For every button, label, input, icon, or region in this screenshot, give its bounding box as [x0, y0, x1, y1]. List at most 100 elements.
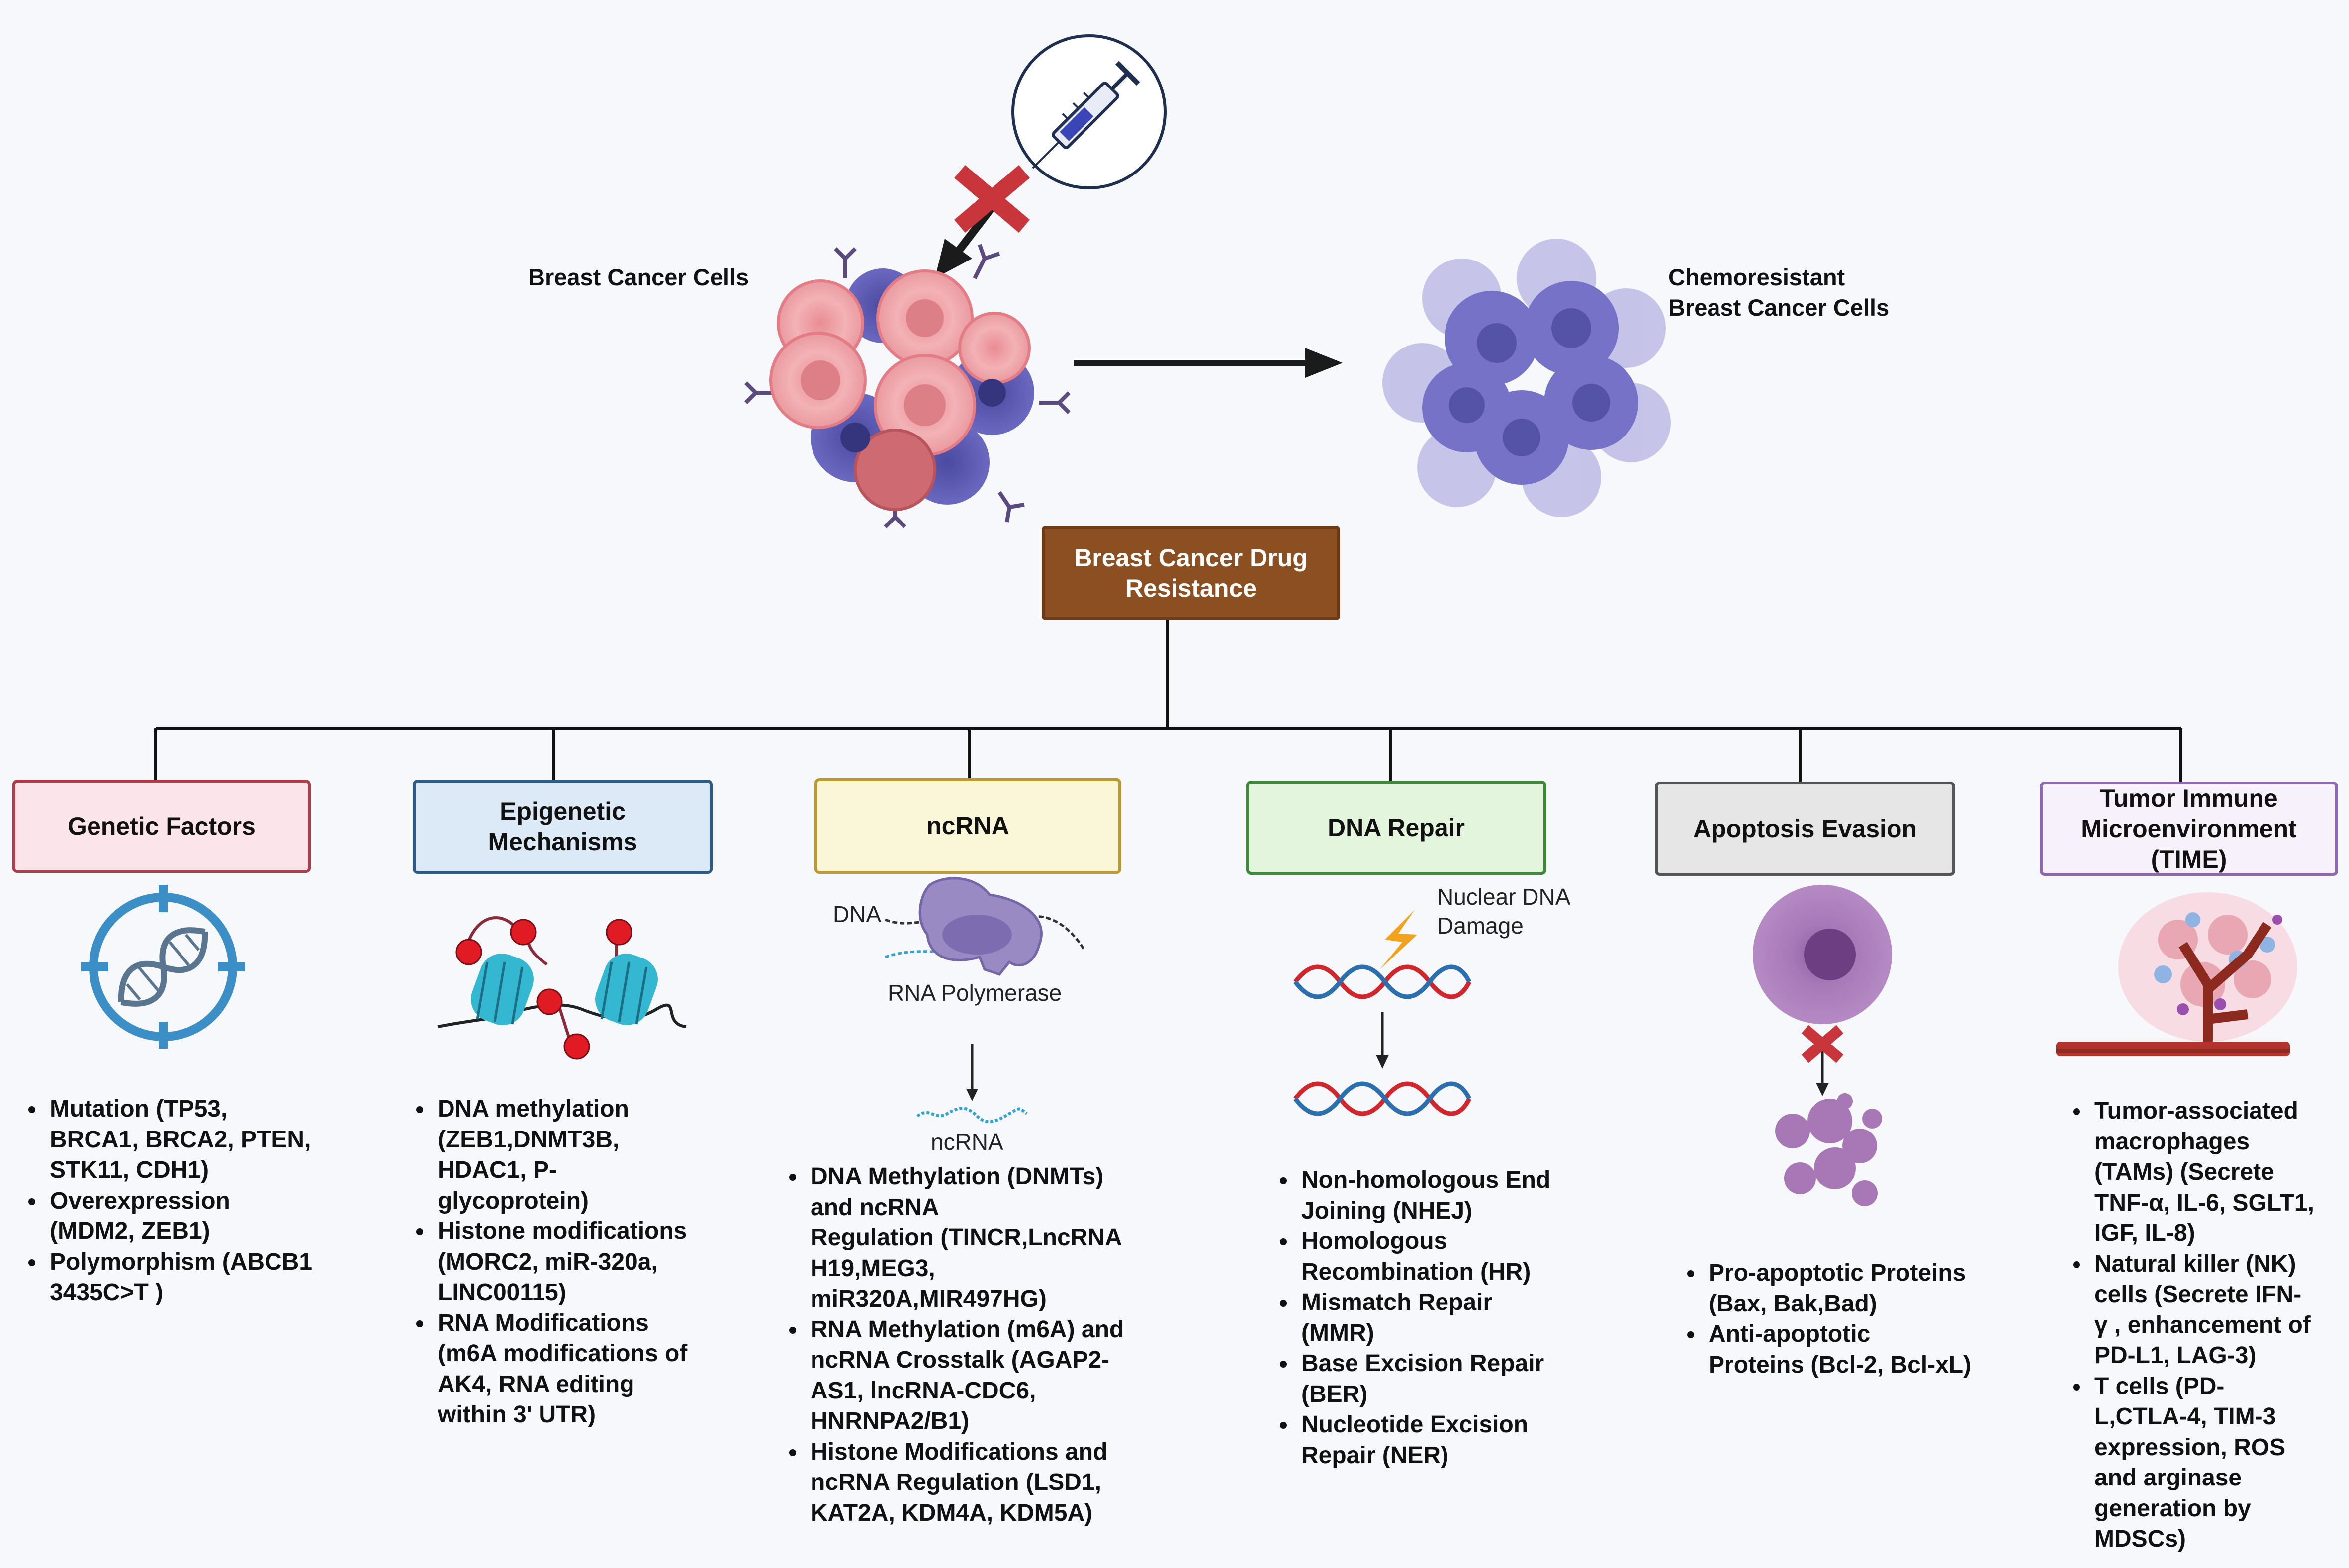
- bullet-line: Tumor-associated: [2094, 1098, 2298, 1124]
- progression-arrow: [1074, 348, 1343, 378]
- bullet-line: Nucleotide Excision: [1301, 1411, 1529, 1438]
- bullet-line: ncRNA Crosstalk (AGAP2-: [811, 1347, 1110, 1373]
- bullet-line: Regulation (TINCR,LncRNA: [811, 1224, 1122, 1251]
- bullet-line: Homologous: [1301, 1228, 1447, 1254]
- bullet-list-ncrna: DNA Methylation (DNMTs)and ncRNARegulati…: [776, 1161, 1124, 1528]
- bullet-line: (TAMs) (Secrete: [2094, 1159, 2274, 1185]
- damage-label-line: Nuclear DNA: [1437, 884, 1571, 910]
- bullet-item: Natural killer (NK) cells (Secrete IFN-γ …: [2090, 1249, 2314, 1371]
- bullet-line: Proteins (Bcl-2, Bcl-xL): [1709, 1351, 1972, 1378]
- bullet-line: Non-homologous End: [1301, 1167, 1551, 1193]
- bullet-line: AS1, lncRNA-CDC6,: [811, 1377, 1036, 1404]
- bullet-list-apoptosis-evasion: Pro-apoptotic Proteins(Bax, Bak,Bad)Anti…: [1674, 1258, 1971, 1380]
- bullet-line: HNRNPA2/B1): [811, 1408, 970, 1434]
- bullet-item: Base Excision Repair (BER): [1297, 1348, 1550, 1409]
- tree-connectors: [154, 620, 2182, 782]
- bullet-line: Recombination (HR): [1301, 1258, 1531, 1285]
- category-title-line: Microenvironment: [2081, 814, 2297, 843]
- bullet-line: cells (Secrete IFN-: [2094, 1281, 2302, 1307]
- bullet-line: Histone Modifications and: [811, 1438, 1108, 1465]
- category-title-line: DNA Repair: [1328, 813, 1465, 842]
- bullet-line: Anti-apoptotic: [1709, 1321, 1871, 1347]
- bullet-line: Mutation (TP53,: [50, 1096, 228, 1122]
- category-title-line: Tumor Immune: [2100, 784, 2278, 812]
- bullet-list-epigenetic-mechanisms: DNA methylation (ZEB1,DNMT3B, HDAC1, P-gly…: [403, 1094, 687, 1430]
- bullet-line: (Bax, Bak,Bad): [1709, 1290, 1877, 1317]
- bullet-line: LINC00115): [438, 1279, 566, 1306]
- bullet-line: IGF, IL-8): [2094, 1220, 2195, 1246]
- bullet-line: STK11, CDH1): [50, 1157, 209, 1183]
- root-box: Breast Cancer Drug Resistance: [1042, 526, 1340, 620]
- breast-cancer-cells-label: Breast Cancer Cells: [528, 264, 749, 290]
- bullet-line: H19,MEG3,: [811, 1255, 935, 1282]
- tumor-vessel-icon: [2056, 892, 2297, 1056]
- bullet-line: AK4, RNA editing: [438, 1371, 634, 1397]
- bullet-line: (BER): [1301, 1381, 1368, 1407]
- bullet-line: Base Excision Repair: [1301, 1350, 1544, 1377]
- chemoresistant-label-line: Breast Cancer Cells: [1668, 294, 1890, 321]
- bullet-line: macrophages: [2094, 1128, 2250, 1155]
- bullet-line: expression, ROS: [2094, 1434, 2286, 1461]
- category-title-line: Genetic Factors: [68, 812, 256, 840]
- category-title-line: Mechanisms: [488, 828, 637, 856]
- bullet-item: Histone modifications(MORC2, miR-320a,LI…: [434, 1216, 687, 1308]
- bullet-item: Overexpression (MDM2, ZEB1): [46, 1186, 312, 1247]
- cross-mark-icon: [954, 165, 1030, 233]
- bullet-line: DNA methylation: [438, 1096, 629, 1122]
- bullet-item: RNA Modifications (m6A modifications of AK…: [434, 1308, 687, 1430]
- bullet-list-tumor-immune-microenvironment: Tumor-associated macrophages (TAMs) (Secre…: [2060, 1096, 2314, 1555]
- bullet-line: Overexpression: [50, 1187, 230, 1214]
- breast-cancer-cells-illustration: [744, 244, 1071, 528]
- dna-target-icon: [81, 885, 245, 1049]
- bullet-line: (ZEB1,DNMT3B,: [438, 1126, 620, 1153]
- bullet-line: (MMR): [1301, 1319, 1374, 1346]
- bullet-item: Mismatch Repair (MMR): [1297, 1287, 1550, 1348]
- root-title-line: Resistance: [1125, 574, 1257, 602]
- bullet-item: Pro-apoptotic Proteins (Bax, Bak,Bad): [1705, 1258, 1971, 1319]
- bullet-line: γ , enhancement of: [2094, 1311, 2311, 1338]
- cross-mark-icon: [1801, 1025, 1844, 1063]
- bullet-line: Pro-apoptotic Proteins: [1709, 1260, 1966, 1286]
- bullet-line: 3435C>T ): [50, 1279, 164, 1306]
- bullet-line: ncRNA Regulation (LSD1,: [811, 1469, 1101, 1495]
- bullet-line: Polymorphism (ABCB1: [50, 1248, 313, 1275]
- bullet-line: KAT2A, KDM4A, KDM5A): [811, 1499, 1093, 1526]
- bullet-line: BRCA1, BRCA2, PTEN,: [50, 1126, 311, 1153]
- bullet-line: generation by: [2094, 1495, 2251, 1522]
- bullet-item: DNA methylation (ZEB1,DNMT3B, HDAC1, P-gly…: [434, 1094, 687, 1216]
- bullet-item: Tumor-associated macrophages (TAMs) (Secre…: [2090, 1096, 2314, 1249]
- bullet-line: (MDM2, ZEB1): [50, 1218, 210, 1244]
- bullet-line: HDAC1, P-: [438, 1157, 557, 1183]
- bullet-line: Natural killer (NK): [2094, 1250, 2296, 1277]
- category-box-epigenetic-mechanisms: Epigenetic Mechanisms: [413, 780, 713, 874]
- bullet-line: within 3' UTR): [438, 1401, 596, 1428]
- bullet-line: Histone modifications: [438, 1218, 687, 1244]
- bullet-line: glycoprotein): [438, 1187, 589, 1214]
- bullet-line: RNA Methylation (m6A) and: [811, 1316, 1124, 1343]
- rna-polymerase-icon: [885, 877, 1085, 1124]
- category-box-dna-repair: DNA Repair: [1246, 781, 1546, 875]
- nuclear-dna-damage-label: Nuclear DNA Damage: [1437, 882, 1570, 940]
- bullet-list-genetic-factors: Mutation (TP53, BRCA1, BRCA2, PTEN, STK11,…: [15, 1094, 312, 1308]
- bullet-line: TNF-α, IL-6, SGLT1,: [2094, 1189, 2314, 1216]
- category-box-ncrna: ncRNA: [814, 778, 1121, 874]
- bullet-item: RNA Methylation (m6A) and ncRNA Crosstalk…: [807, 1314, 1124, 1437]
- bullet-item: Mutation (TP53, BRCA1, BRCA2, PTEN, STK11,…: [46, 1094, 312, 1186]
- bullet-item: Histone Modifications and ncRNA Regulatio…: [807, 1437, 1124, 1529]
- category-box-tumor-immune-microenvironment: Tumor Immune Microenvironment (TIME): [2040, 782, 2338, 876]
- chemoresistant-cells-illustration: [1382, 239, 1671, 517]
- dna-label: DNA: [833, 901, 882, 927]
- category-title-line: ncRNA: [926, 812, 1009, 840]
- bullet-line: RNA Modifications: [438, 1309, 649, 1336]
- category-box-apoptosis-evasion: Apoptosis Evasion: [1655, 782, 1955, 876]
- bullet-line: Mismatch Repair: [1301, 1289, 1493, 1315]
- bullet-line: (m6A modifications of: [438, 1340, 688, 1367]
- ncrna-product-label: ncRNA: [931, 1129, 1003, 1155]
